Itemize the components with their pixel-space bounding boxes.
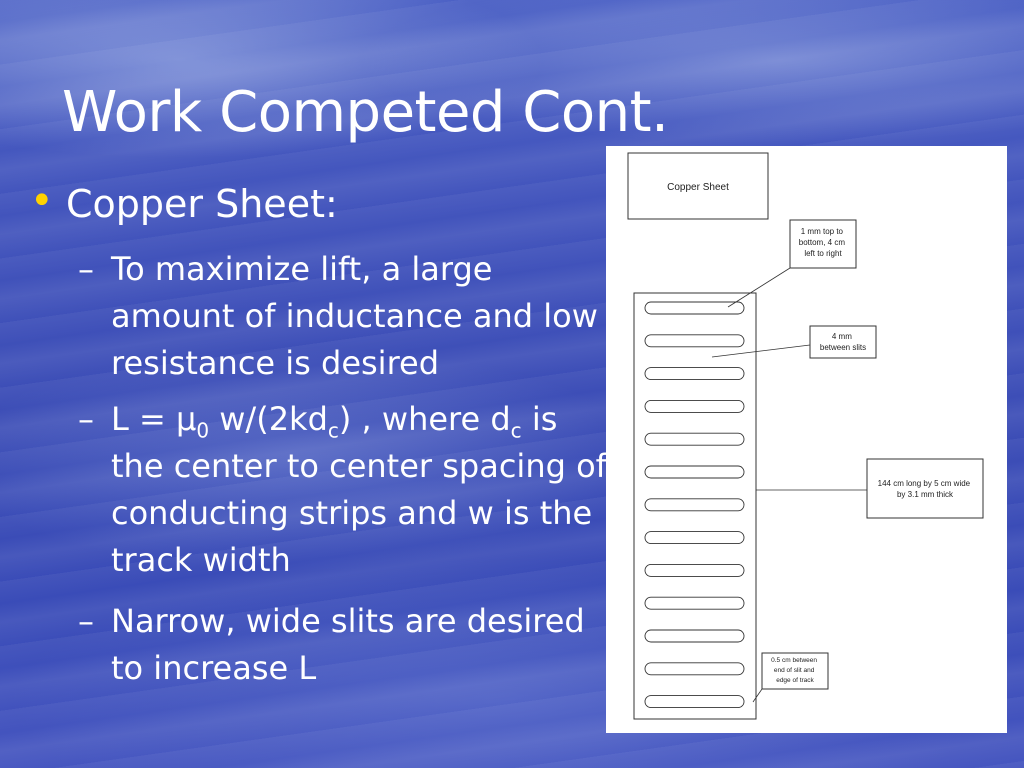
bullet-text: Copper Sheet: [66, 182, 338, 226]
slide-title: Work Competed Cont. [62, 80, 669, 145]
dash: – [78, 250, 94, 288]
dash: – [78, 400, 94, 438]
callout-text-1: 1 mm top to bottom, 4 cm left to right [799, 227, 847, 258]
subscript: 0 [196, 418, 210, 443]
sub-item-1: – To maximize lift, a large amount of in… [78, 246, 610, 387]
callout-box-3 [866, 458, 984, 519]
formula-part: w/(2kd [209, 400, 328, 438]
slit [644, 432, 745, 446]
callout-text-4: 0.5 cm between end of slit and edge of t… [771, 657, 819, 684]
callout-box-1 [789, 219, 857, 269]
sub-item-text: L = µ0 w/(2kdc) , where dc is the center… [111, 396, 610, 584]
slit [644, 301, 745, 315]
formula-part: ) , where d [338, 400, 511, 438]
callout-box-4 [761, 652, 829, 690]
slit [644, 465, 745, 479]
formula-part: L = µ [111, 400, 197, 438]
slit [644, 596, 745, 610]
slit [644, 334, 745, 348]
callout-leader-2 [711, 344, 811, 358]
slit [644, 367, 745, 381]
callout-box-2 [809, 325, 877, 359]
slit [644, 629, 745, 643]
callout-leader-4 [752, 688, 763, 703]
slits-group [644, 301, 745, 709]
callout-text-2: 4 mm between slits [820, 332, 866, 352]
callout-text-3: 144 cm long by 5 cm wide by 3.1 mm thick [878, 479, 973, 499]
sub-item-2: – L = µ0 w/(2kdc) , where dc is the cent… [78, 396, 610, 584]
label-box [627, 152, 769, 220]
copper-sheet-diagram: Copper Sheet 1 mm top to bottom, 4 cm le… [606, 146, 1007, 733]
diagram-svg: Copper Sheet 1 mm top to bottom, 4 cm le… [627, 152, 984, 720]
slit [644, 399, 745, 413]
slit [644, 498, 745, 512]
subscript: c [327, 418, 339, 443]
subscript: c [510, 418, 522, 443]
sub-item-text: Narrow, wide slits are desired to increa… [111, 602, 585, 687]
slit [644, 662, 745, 676]
sub-item-text: To maximize lift, a large amount of indu… [111, 250, 598, 382]
slit [644, 563, 745, 577]
bullet-dot-icon: • [30, 178, 54, 224]
slit [644, 695, 745, 709]
label-box-text: Copper Sheet [667, 182, 729, 193]
dash: – [78, 602, 94, 640]
sub-item-3: – Narrow, wide slits are desired to incr… [78, 598, 610, 692]
callout-leader-1 [727, 267, 791, 308]
slit [644, 531, 745, 545]
formula-part: is the center to center spacing of condu… [111, 400, 607, 579]
